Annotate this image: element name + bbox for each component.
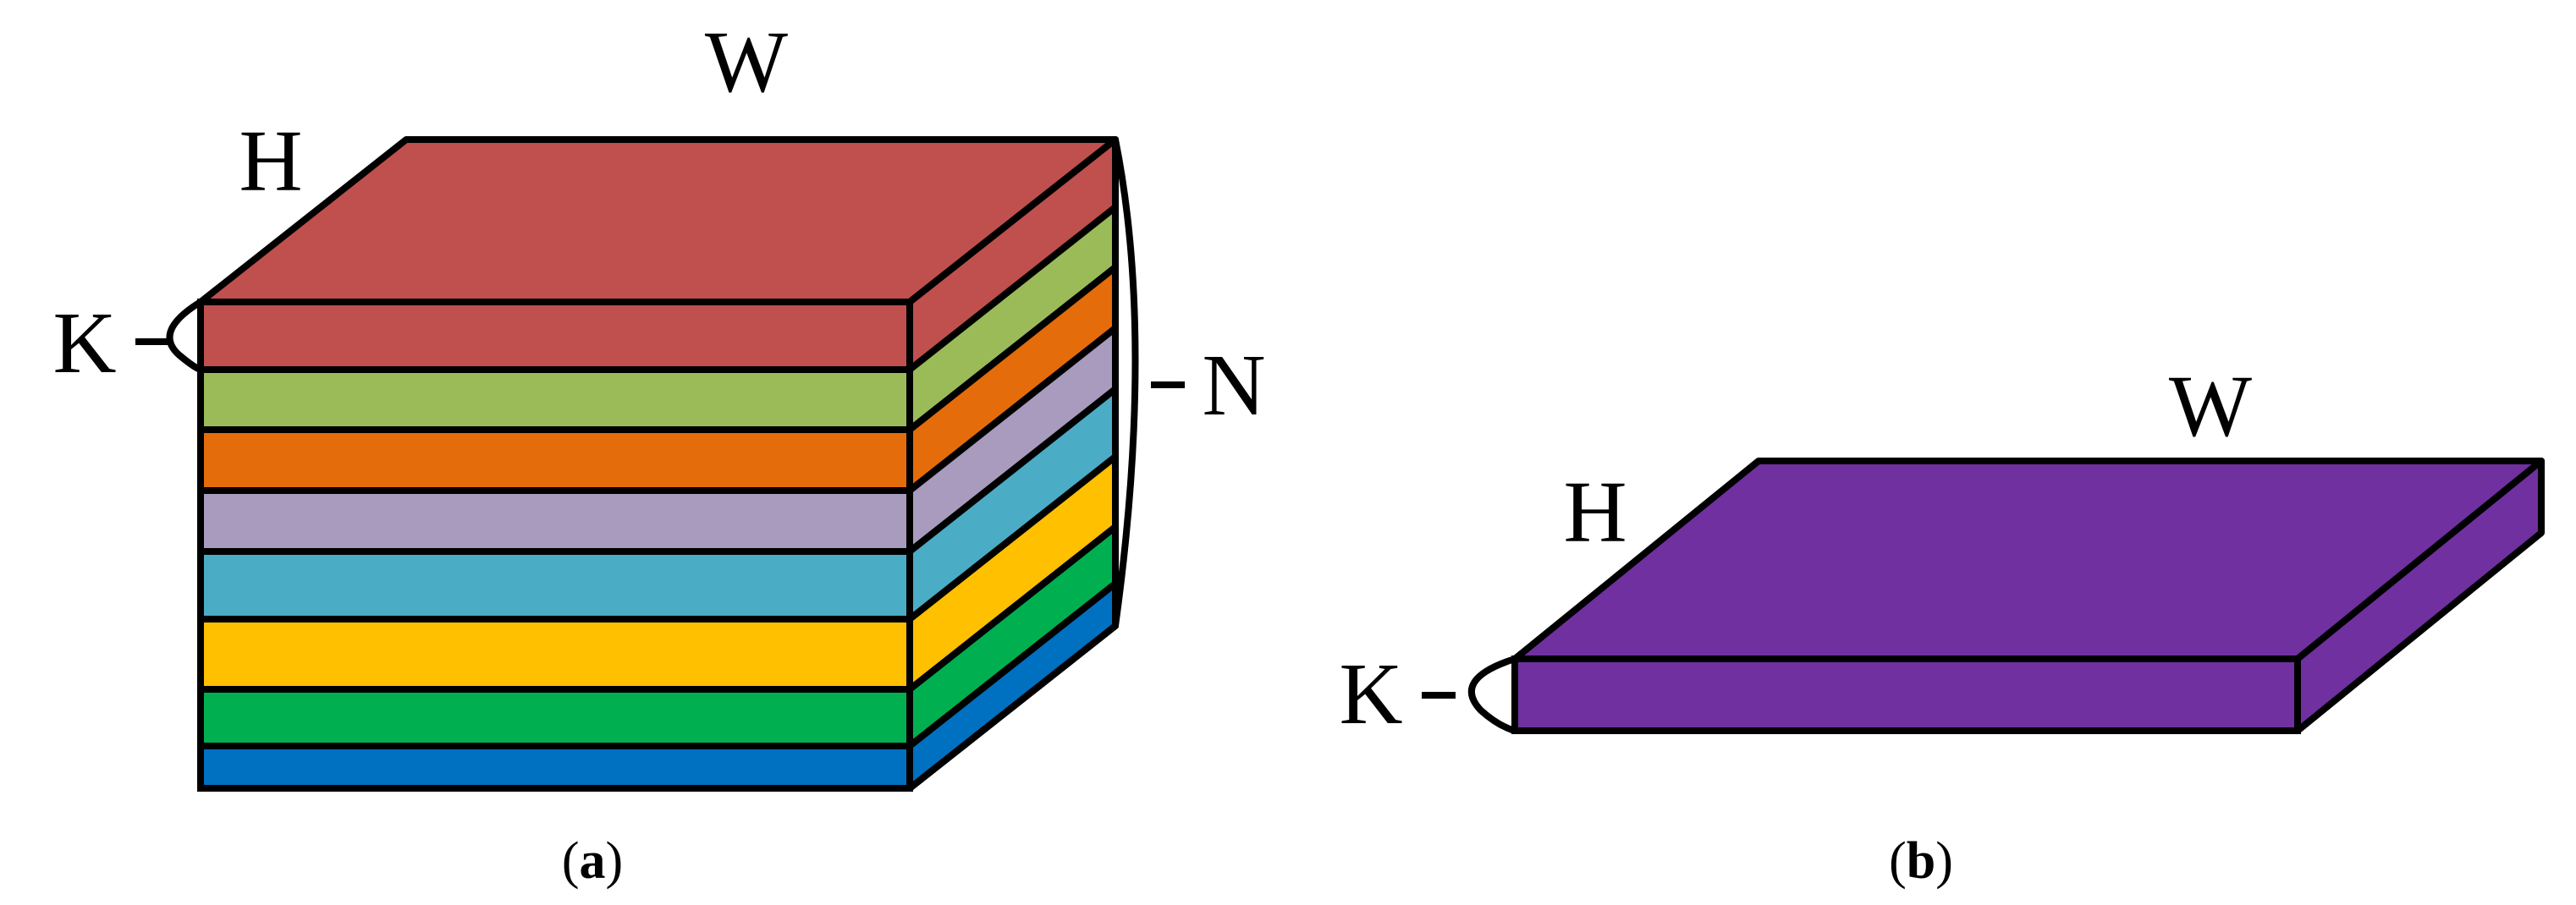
panel-b-front-face [1511, 655, 2301, 734]
panel-a-caption-letter: a [580, 832, 606, 890]
panel-a-layer-front-8 [197, 743, 913, 792]
panel-a-tensor-stack: W H K N (a) [52, 14, 1265, 890]
panel-b-label-k: K [1339, 645, 1402, 743]
panel-b-caption: (b) [1889, 832, 1953, 890]
panel-a-n-brace [1112, 139, 1139, 627]
panel-a-label-n: N [1202, 337, 1265, 434]
panel-b-side-face [2294, 458, 2545, 734]
panel-a-layer-front-7 [197, 686, 913, 749]
panel-a-label-h: H [239, 112, 302, 210]
panel-b-label-w: W [2169, 358, 2252, 455]
panel-a-layer-front-4 [197, 487, 913, 555]
panel-b-label-h: H [1563, 463, 1627, 561]
panel-a-layer-front-6 [197, 616, 913, 693]
panel-a-caption: (a) [562, 832, 623, 890]
panel-a-label-w: W [705, 14, 788, 111]
panel-a-k-brace [166, 299, 203, 373]
panel-a-layer-front-1 [197, 299, 913, 373]
panel-a-label-k: K [52, 294, 116, 392]
panel-b-k-brace [1468, 655, 1516, 734]
panel-a-layer-front-3 [197, 426, 913, 494]
panel-a-layer-front-2 [197, 366, 913, 433]
panel-a-layer-front-5 [197, 548, 913, 623]
panel-b-tensor: W H K (b) [1339, 358, 2545, 890]
panel-b-caption-letter: b [1907, 832, 1935, 890]
